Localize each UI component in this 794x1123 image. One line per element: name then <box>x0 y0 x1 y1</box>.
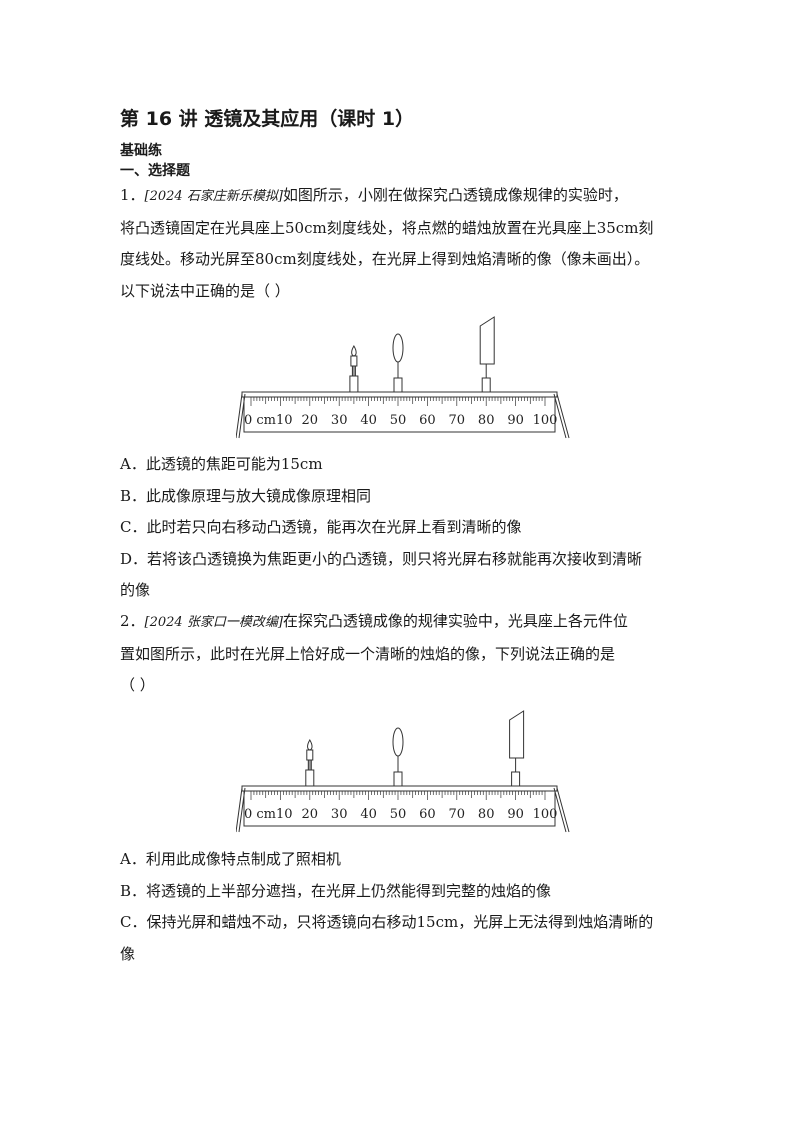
ruler-label: 70 <box>449 807 466 822</box>
option-d: D．若将该凸透镜换为焦距更小的凸透镜，则只将光屏右移就能再次接收到清晰 <box>120 549 643 568</box>
ruler-label: 80 <box>478 413 495 428</box>
subsection-heading: 一、选择题 <box>120 163 190 179</box>
optical-bench-figure-2: 0 cm10 20 30 40 50 60 70 80 90 100 <box>236 710 570 833</box>
ruler-label: 50 <box>390 413 407 428</box>
light-screen <box>479 316 495 393</box>
question-2-options: A．利用此成像特点制成了照相机 B．将透镜的上半部分遮挡，在光屏上仍然能得到完整… <box>120 844 680 970</box>
ruler-label: 50 <box>390 807 407 822</box>
page-title: 第 16 讲 透镜及其应用（课时 1） <box>120 108 415 130</box>
bench-rail <box>241 391 558 398</box>
question-text: 如图所示，小刚在做探究凸透镜成像规律的实验时， <box>282 186 628 204</box>
option-b: B．将透镜的上半部分遮挡，在光屏上仍然能得到完整的烛焰的像 <box>120 881 552 900</box>
convex-lens <box>392 333 404 393</box>
ruler-label: 100 <box>533 807 558 822</box>
option-c: C．此时若只向右移动凸透镜，能再次在光屏上看到清晰的像 <box>120 518 522 536</box>
convex-lens <box>392 727 404 787</box>
ruler-label: 60 <box>419 413 436 428</box>
question-text: 在探究凸透镜成像的规律实验中，光具座上各元件位 <box>282 612 628 630</box>
bench-leg-left <box>236 393 243 439</box>
ruler-label: 60 <box>419 807 436 822</box>
question-1-options: A．此透镜的焦距可能为15cm B．此成像原理与放大镜成像原理相同 C．此时若只… <box>120 449 680 607</box>
bench-ruler <box>243 396 556 433</box>
option-c-continued: 像 <box>120 944 136 963</box>
ruler-label: 90 <box>507 413 524 428</box>
ruler-label: 100 <box>533 413 558 428</box>
ruler-label: 80 <box>478 807 495 822</box>
question-number: 2． <box>120 612 145 630</box>
ruler-label: 70 <box>449 413 466 428</box>
optical-bench-figure-1: 0 cm10 20 30 40 50 60 70 80 90 100 <box>236 316 570 439</box>
question-2: 2．[2024 张家口一模改编]在探究凸透镜成像的规律实验中，光具座上各元件位 … <box>120 606 676 702</box>
ruler-label: 40 <box>360 413 377 428</box>
question-text: 将凸透镜固定在光具座上50cm刻度线处，将点燃的蜡烛放置在光具座上35cm刻 <box>120 218 654 237</box>
bench-leg-right <box>553 393 567 439</box>
bench-ruler <box>243 790 556 827</box>
option-c: C．保持光屏和蜡烛不动，只将透镜向右移动15cm，光屏上无法得到烛焰清晰的 <box>120 913 654 931</box>
question-text: （ ） <box>120 676 155 694</box>
question-number: 1． <box>120 186 145 204</box>
question-source: [2024 张家口一模改编] <box>144 615 283 630</box>
ruler-label: 0 cm10 <box>244 807 293 822</box>
ruler-label: 20 <box>302 413 319 428</box>
light-screen <box>509 710 525 787</box>
bench-leg-right <box>553 787 567 833</box>
option-b: B．此成像原理与放大镜成像原理相同 <box>120 486 372 505</box>
bench-leg-left <box>236 787 243 833</box>
ruler-label: 40 <box>360 807 377 822</box>
candle-flame <box>351 345 357 357</box>
option-a: A．此透镜的焦距可能为15cm <box>120 455 323 473</box>
candle-flame <box>307 739 313 751</box>
question-text: 置如图所示，此时在光屏上恰好成一个清晰的烛焰的像，下列说法正确的是 <box>120 644 616 663</box>
ruler-label: 0 cm10 <box>244 413 293 428</box>
ruler-label: 30 <box>331 807 348 822</box>
option-a: A．利用此成像特点制成了照相机 <box>120 850 341 868</box>
candle <box>349 345 359 393</box>
question-text: 度线处。移动光屏至80cm刻度线处，在光屏上得到烛焰清晰的像（像未画出）。 <box>120 250 650 268</box>
ruler-label: 90 <box>507 807 524 822</box>
bench-rail <box>241 785 558 792</box>
candle <box>305 739 315 787</box>
question-text: 以下说法中正确的是（ ） <box>120 281 290 300</box>
section-heading: 基础练 <box>120 143 162 159</box>
question-source: [2024 石家庄新乐模拟] <box>144 189 283 204</box>
ruler-label: 20 <box>302 807 319 822</box>
question-1: 1．[2024 石家庄新乐模拟]如图所示，小刚在做探究凸透镜成像规律的实验时， … <box>120 180 676 307</box>
ruler-label: 30 <box>331 413 348 428</box>
option-d-continued: 的像 <box>120 581 151 599</box>
